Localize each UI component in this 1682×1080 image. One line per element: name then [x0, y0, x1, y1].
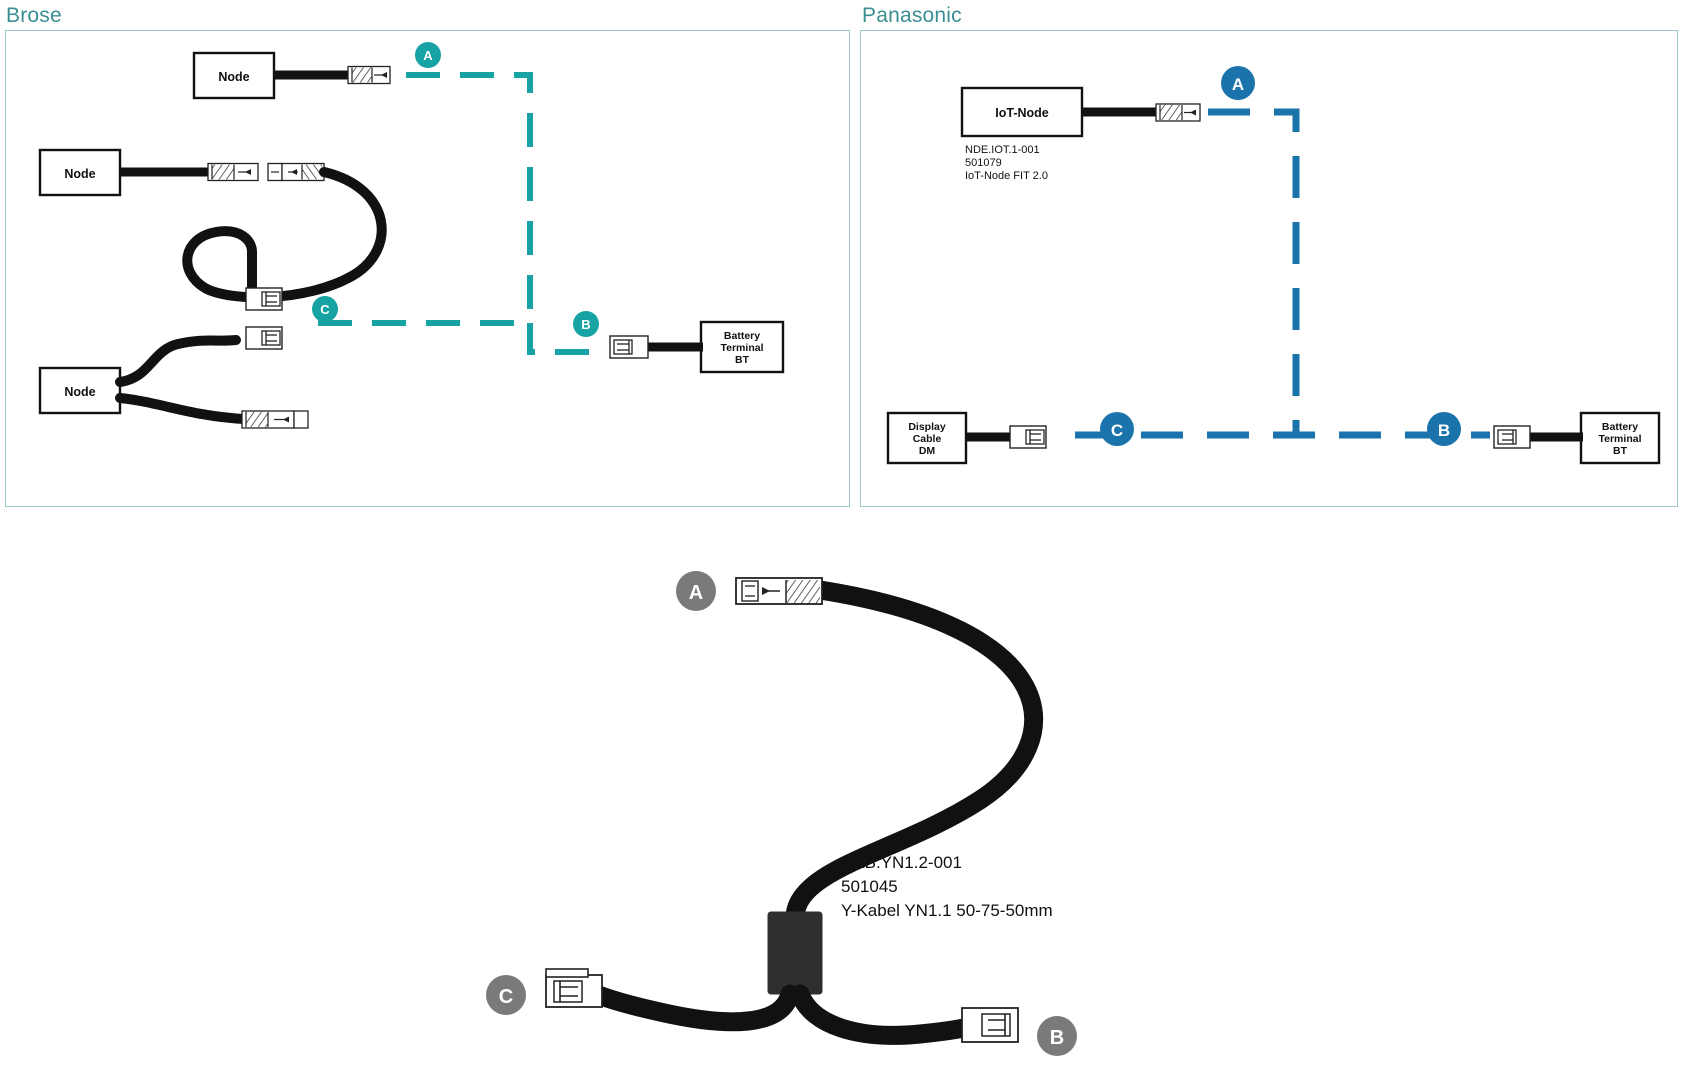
y-cable-connector-b: [961, 1007, 1019, 1043]
panasonic-panel-title: Panasonic: [862, 4, 962, 27]
y-cable-part-label-line2: 501045: [841, 877, 898, 896]
y-cable-part-label-line1: CAB.YN1.2-001: [841, 853, 962, 872]
y-cable-part-label-line3: Y-Kabel YN1.1 50-75-50mm: [841, 901, 1053, 920]
y-cable-connector-c: [545, 968, 603, 1008]
y-cable-marker-a-label: A: [689, 582, 703, 604]
y-cable-branch-c: [582, 982, 800, 1032]
y-cable-main-branch: [785, 580, 1044, 928]
panasonic-panel: [860, 30, 1678, 507]
y-cable-marker-b-label: B: [1050, 1027, 1064, 1049]
y-cable-junction-block: [767, 911, 823, 995]
y-cable-diagram: CAB.YN1.2-001 501045 Y-Kabel YN1.1 50-75…: [486, 571, 1077, 1056]
y-cable-marker-c[interactable]: C: [486, 975, 526, 1015]
y-cable-connector-a: [735, 577, 823, 605]
y-cable-marker-c-label: C: [499, 986, 513, 1008]
y-cable-branch-b: [790, 984, 982, 1045]
y-cable-marker-b[interactable]: B: [1037, 1016, 1077, 1056]
brose-panel: [5, 30, 850, 507]
y-cable-marker-a[interactable]: A: [676, 571, 716, 611]
brose-panel-title: Brose: [6, 4, 62, 27]
